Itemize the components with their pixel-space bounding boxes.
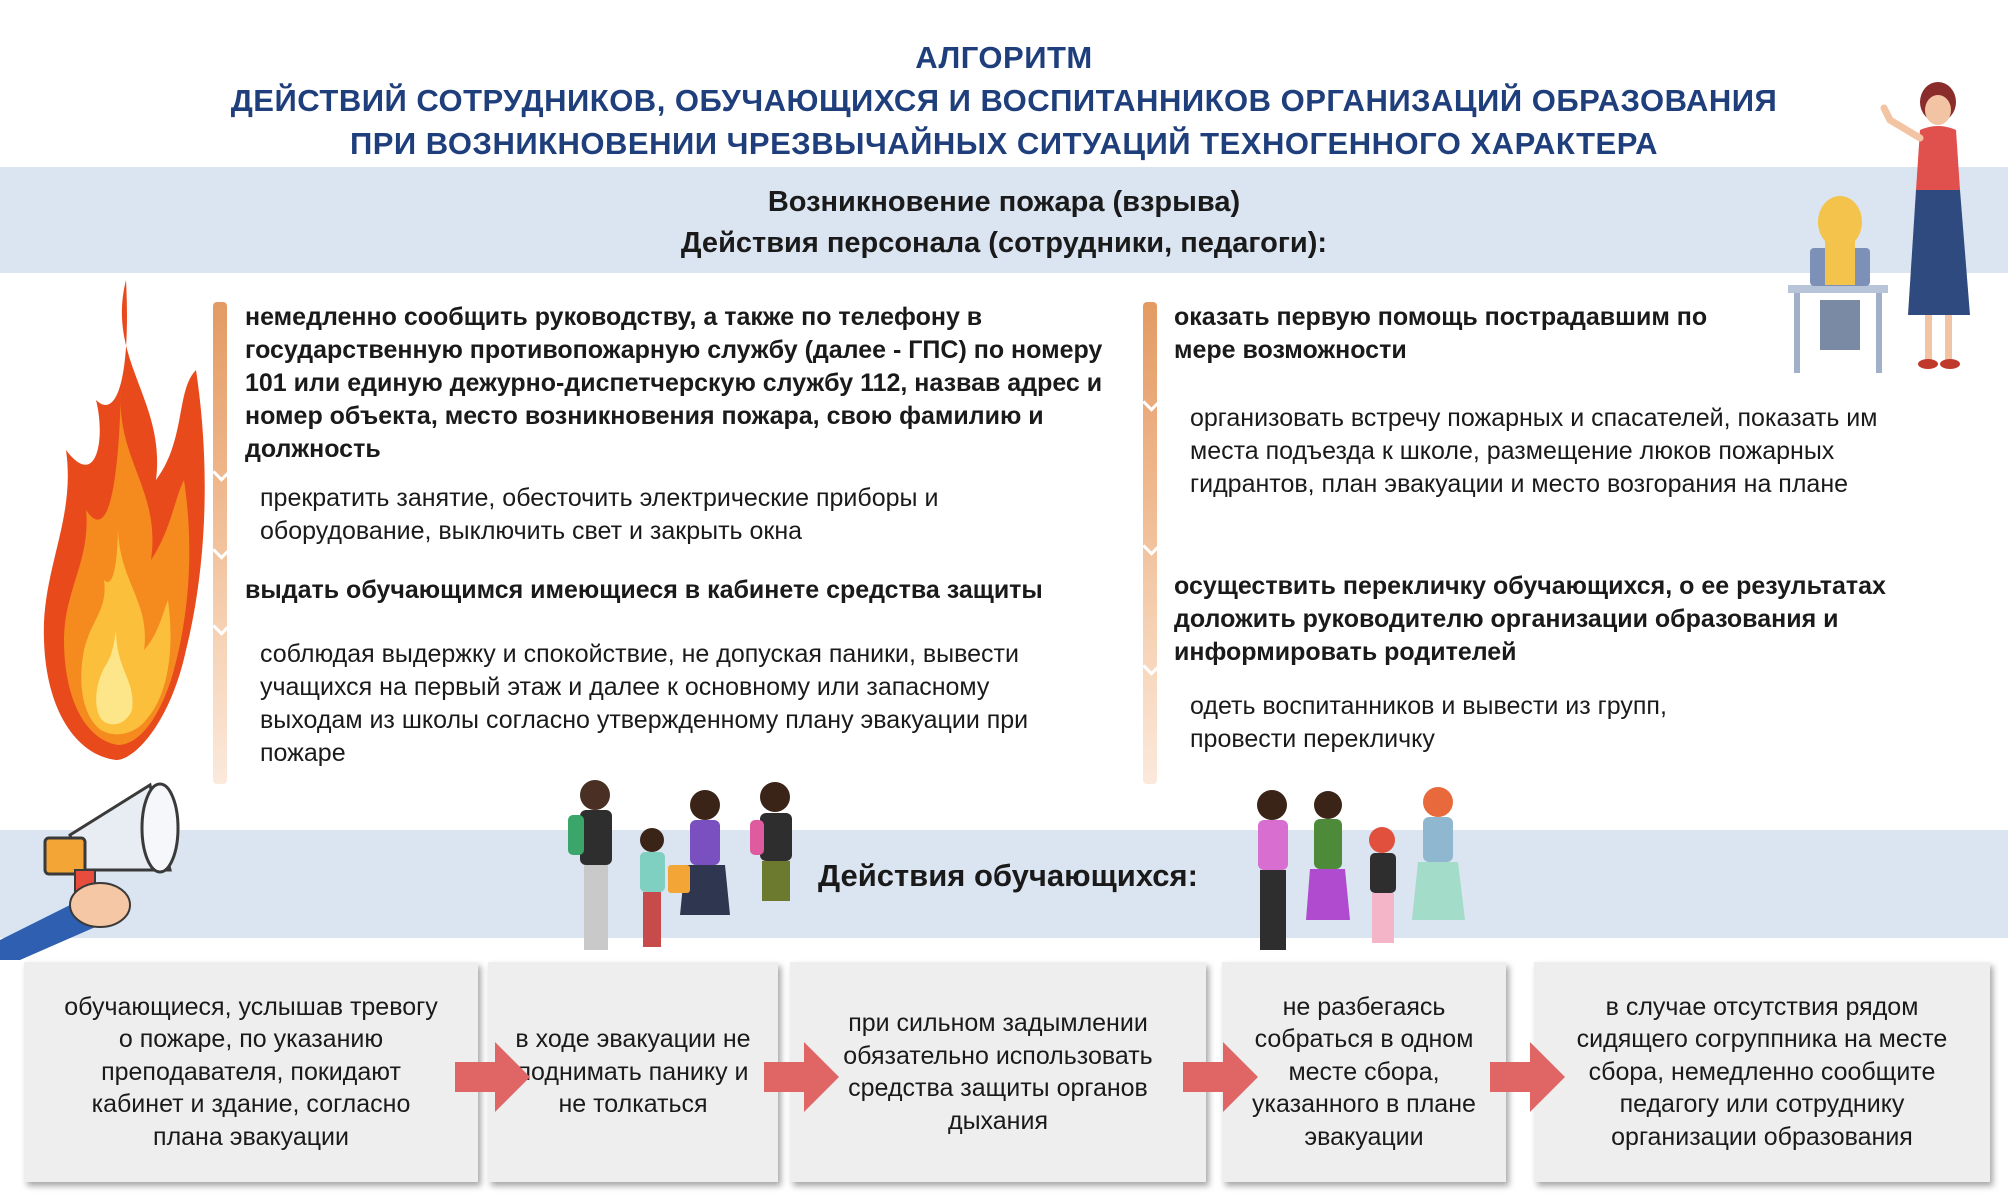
staff-action-right-4: одеть воспитанников и вывести из групп, … [1190,692,1667,753]
student-step-4: не разбегаясь собраться в одном месте сб… [1222,962,1506,1182]
megaphone-icon [0,782,180,960]
staff-action-left-2: прекратить занятие, обесточить электриче… [260,484,939,545]
timeline-right [1143,302,1157,784]
flow-arrow-icon [1183,1042,1258,1112]
section-heading-students: Действия обучающихся: [818,858,1198,893]
staff-action-left-3: выдать обучающимся имеющиеся в кабинете … [245,576,1043,604]
title-line-2: ДЕЙСТВИЙ СОТРУДНИКОВ, ОБУЧАЮЩИХСЯ И ВОСП… [230,83,1778,118]
page-title: АЛГОРИТМ ДЕЙСТВИЙ СОТРУДНИКОВ, ОБУЧАЮЩИХ… [0,36,2008,165]
staff-action-right-3: осуществить перекличку обучающихся, о ее… [1174,572,1886,666]
staff-action-right-2: организовать встречу пожарных и спасател… [1190,404,1878,498]
title-line-3: ПРИ ВОЗНИКНОВЕНИИ ЧРЕЗВЫЧАЙНЫХ СИТУАЦИЙ … [349,126,1659,161]
timeline-left [213,302,227,784]
flow-arrow-icon [764,1042,839,1112]
student-step-2-text: в ходе эвакуации не поднимать панику и н… [515,1025,751,1119]
section-band-students [0,830,2008,938]
staff-action-right-1: оказать первую помощь пострадавшим по ме… [1174,303,1708,364]
students-group-icon [568,780,792,950]
staff-action-left-1: немедленно сообщить руководству, а также… [245,303,1103,463]
staff-action-left-4: соблюдая выдержку и спокойствие, не допу… [260,640,1029,767]
title-line-1: АЛГОРИТМ [915,40,1093,75]
teacher-icon [1788,82,1970,373]
student-step-2: в ходе эвакуации не поднимать панику и н… [488,962,778,1182]
flow-arrow-icon [1490,1042,1565,1112]
student-step-1-text: обучающиеся, услышав тревогу о пожаре, п… [64,992,438,1151]
section-heading-fire: Возникновение пожара (взрыва) [767,186,1241,218]
student-step-1: обучающиеся, услышав тревогу о пожаре, п… [24,962,478,1182]
section-heading-staff: Действия персонала (сотрудники, педагоги… [680,227,1328,259]
students-group-icon [1257,787,1465,950]
flow-arrow-icon [455,1042,530,1112]
student-step-4-text: не разбегаясь собраться в одном месте сб… [1252,992,1476,1151]
section-band-staff [0,167,2008,273]
student-step-5-text: в случае отсутствия рядом сидящего согру… [1576,992,1948,1151]
fire-icon [43,280,205,760]
student-step-3: при сильном задымлении обязательно испол… [790,962,1206,1182]
student-step-5: в случае отсутствия рядом сидящего согру… [1534,962,1990,1182]
student-step-3-text: при сильном задымлении обязательно испол… [843,1009,1153,1135]
